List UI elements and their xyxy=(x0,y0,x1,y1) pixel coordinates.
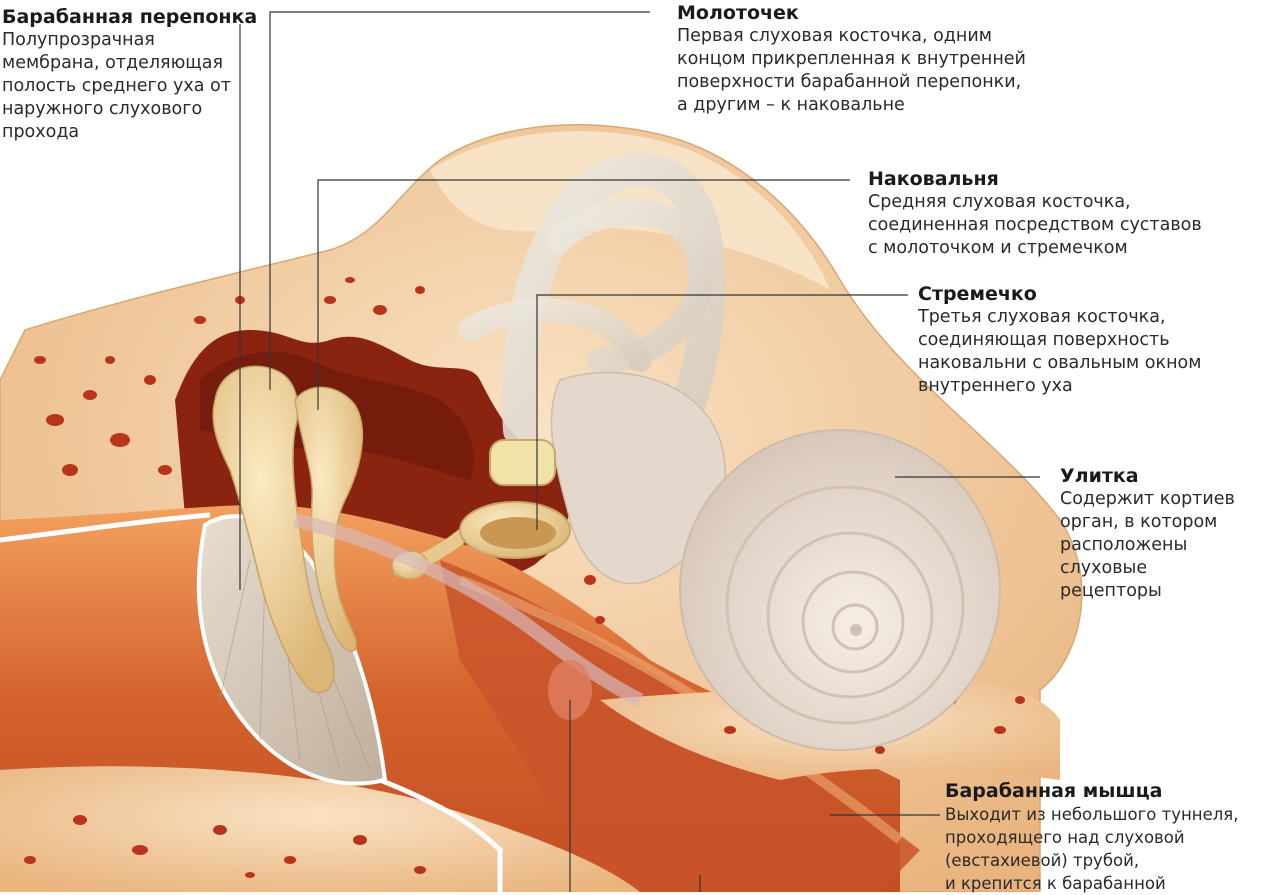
label-stapes-desc: Третья слуховая косточка, соединяющая по… xyxy=(918,306,1201,398)
desc-line: поверхности барабанной перепонки, xyxy=(677,71,1026,94)
desc-line: соединяющая поверхность xyxy=(918,329,1201,352)
label-tensor-tympani: Барабанная мышца Выходит из небольшого т… xyxy=(945,780,1238,895)
desc-line: концом прикрепленная к внутренней xyxy=(677,48,1026,71)
label-cochlea-title: Улитка xyxy=(1060,465,1235,488)
label-eardrum-title: Барабанная перепонка xyxy=(2,6,257,29)
desc-line: полость среднего уха от xyxy=(2,75,257,98)
label-incus: Наковальня Средняя слуховая косточка, со… xyxy=(868,168,1202,260)
desc-line: Выходит из небольшого туннеля, xyxy=(945,803,1238,826)
desc-line: орган, в котором xyxy=(1060,511,1235,534)
desc-line: слуховые xyxy=(1060,557,1235,580)
desc-line: Первая слуховая косточка, одним xyxy=(677,25,1026,48)
desc-line: прохода xyxy=(2,121,257,144)
label-malleus-desc: Первая слуховая косточка, одним концом п… xyxy=(677,25,1026,117)
label-stapes: Стремечко Третья слуховая косточка, соед… xyxy=(918,283,1201,398)
desc-line: с молоточком и стремечком xyxy=(868,237,1202,260)
label-cochlea: Улитка Содержит кортиев орган, в котором… xyxy=(1060,465,1235,603)
desc-line: соединенная посредством суставов xyxy=(868,214,1202,237)
desc-line: (евстахиевой) трубой, xyxy=(945,849,1238,872)
desc-line: а другим – к наковальне xyxy=(677,94,1026,117)
desc-line: Средняя слуховая косточка, xyxy=(868,191,1202,214)
desc-line: внутреннего уха xyxy=(918,375,1201,398)
label-eardrum: Барабанная перепонка Полупрозрачная мемб… xyxy=(2,6,257,144)
cochlea xyxy=(680,430,1000,750)
label-malleus: Молоточек Первая слуховая косточка, одни… xyxy=(677,2,1026,117)
desc-line: наружного слухового xyxy=(2,98,257,121)
label-tensor-title: Барабанная мышца xyxy=(945,780,1238,803)
desc-line: расположены xyxy=(1060,534,1235,557)
desc-line: проходящего над слуховой xyxy=(945,826,1238,849)
label-malleus-title: Молоточек xyxy=(677,2,1026,25)
desc-line: Содержит кортиев xyxy=(1060,488,1235,511)
desc-line: рецепторы xyxy=(1060,580,1235,603)
label-tensor-desc: Выходит из небольшого туннеля, проходяще… xyxy=(945,803,1238,895)
label-incus-desc: Средняя слуховая косточка, соединенная п… xyxy=(868,191,1202,260)
label-cochlea-desc: Содержит кортиев орган, в котором распол… xyxy=(1060,488,1235,603)
desc-line: наковальни с овальным окном xyxy=(918,352,1201,375)
oval-window xyxy=(490,440,555,485)
desc-line: Полупрозрачная xyxy=(2,29,257,52)
label-eardrum-desc: Полупрозрачная мембрана, отделяющая поло… xyxy=(2,29,257,144)
label-incus-title: Наковальня xyxy=(868,168,1202,191)
desc-line: мембрана, отделяющая xyxy=(2,52,257,75)
label-stapes-title: Стремечко xyxy=(918,283,1201,306)
desc-line: Третья слуховая косточка, xyxy=(918,306,1201,329)
